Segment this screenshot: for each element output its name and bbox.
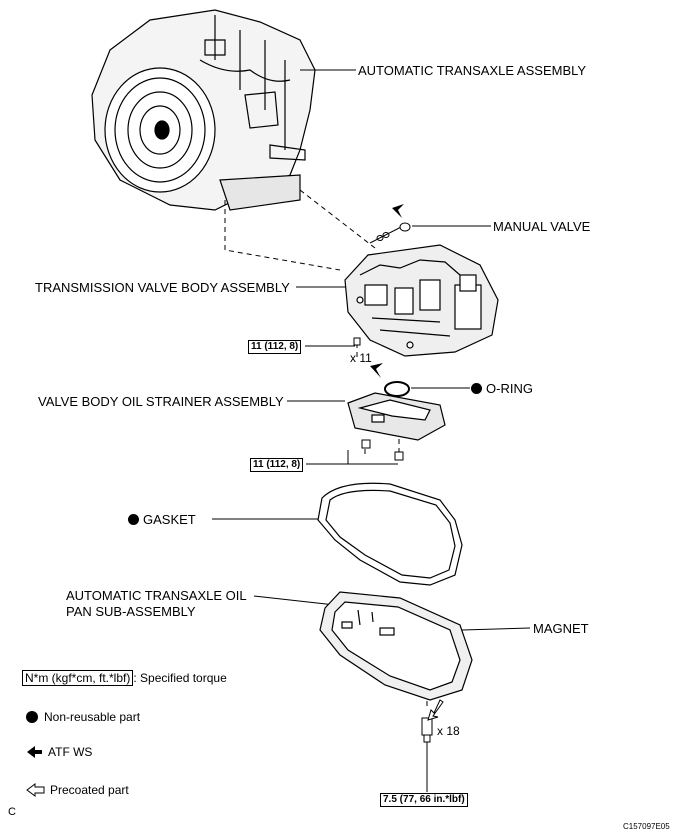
qty-oil-pan-bolts: x 18	[437, 724, 460, 738]
label-automatic-transaxle-assembly: AUTOMATIC TRANSAXLE ASSEMBLY	[358, 63, 587, 78]
label-oil-pan-line2: PAN SUB-ASSEMBLY	[66, 604, 196, 619]
legend-atf-ws: ATF WS	[48, 745, 93, 759]
oil-pan-drawing	[319, 591, 473, 701]
strainer-drawing	[347, 392, 446, 441]
legend-specified-torque: N*m (kgf*cm, ft.*lbf): Specified torque	[22, 670, 227, 686]
transaxle-drawing	[91, 9, 316, 211]
label-oil-pan-line1: AUTOMATIC TRANSAXLE OIL	[66, 588, 247, 603]
label-o-ring-text: O-RING	[486, 381, 533, 396]
label-o-ring: O-RING	[471, 381, 533, 396]
legend-precoated-arrow-icon	[26, 783, 45, 797]
torque-oil-pan-bolts: 7.5 (77, 66 in.*lbf)	[380, 793, 468, 807]
legend-non-reusable-part: Non-reusable part	[44, 710, 141, 724]
bolt-drawings	[353, 337, 433, 743]
label-transmission-valve-body-assembly: TRANSMISSION VALVE BODY ASSEMBLY	[35, 280, 290, 295]
o-ring-drawing	[384, 381, 410, 397]
legend-precoated-part: Precoated part	[50, 783, 129, 797]
qty-valve-body-bolts: x 11	[350, 351, 372, 365]
legend-atf-arrow-icon	[27, 746, 42, 758]
label-gasket-text: GASKET	[143, 512, 196, 527]
valve-body-drawing	[344, 244, 499, 357]
legend-non-reusable-dot-icon	[26, 711, 38, 723]
leader-lines	[212, 69, 531, 792]
corner-letter: C	[8, 806, 16, 818]
non-reusable-dot-icon	[471, 383, 482, 394]
legend-torque-text: : Specified torque	[133, 671, 227, 685]
torque-valve-body-bolts: 11 (112, 8)	[248, 340, 302, 354]
manual-valve-drawing	[369, 222, 411, 244]
torque-strainer-bolts: 11 (112, 8)	[250, 458, 304, 472]
figure-code: C157097E05	[623, 822, 670, 831]
atf-arrow-icons	[370, 204, 404, 378]
gasket-drawing	[317, 482, 463, 586]
label-gasket: GASKET	[128, 512, 196, 527]
label-magnet: MAGNET	[533, 621, 589, 636]
legend-torque-box: N*m (kgf*cm, ft.*lbf)	[22, 670, 134, 686]
label-valve-body-oil-strainer-assembly: VALVE BODY OIL STRAINER ASSEMBLY	[38, 394, 284, 409]
precoated-arrow-icon	[427, 699, 444, 721]
non-reusable-dot-icon	[128, 514, 139, 525]
label-manual-valve: MANUAL VALVE	[493, 219, 591, 234]
